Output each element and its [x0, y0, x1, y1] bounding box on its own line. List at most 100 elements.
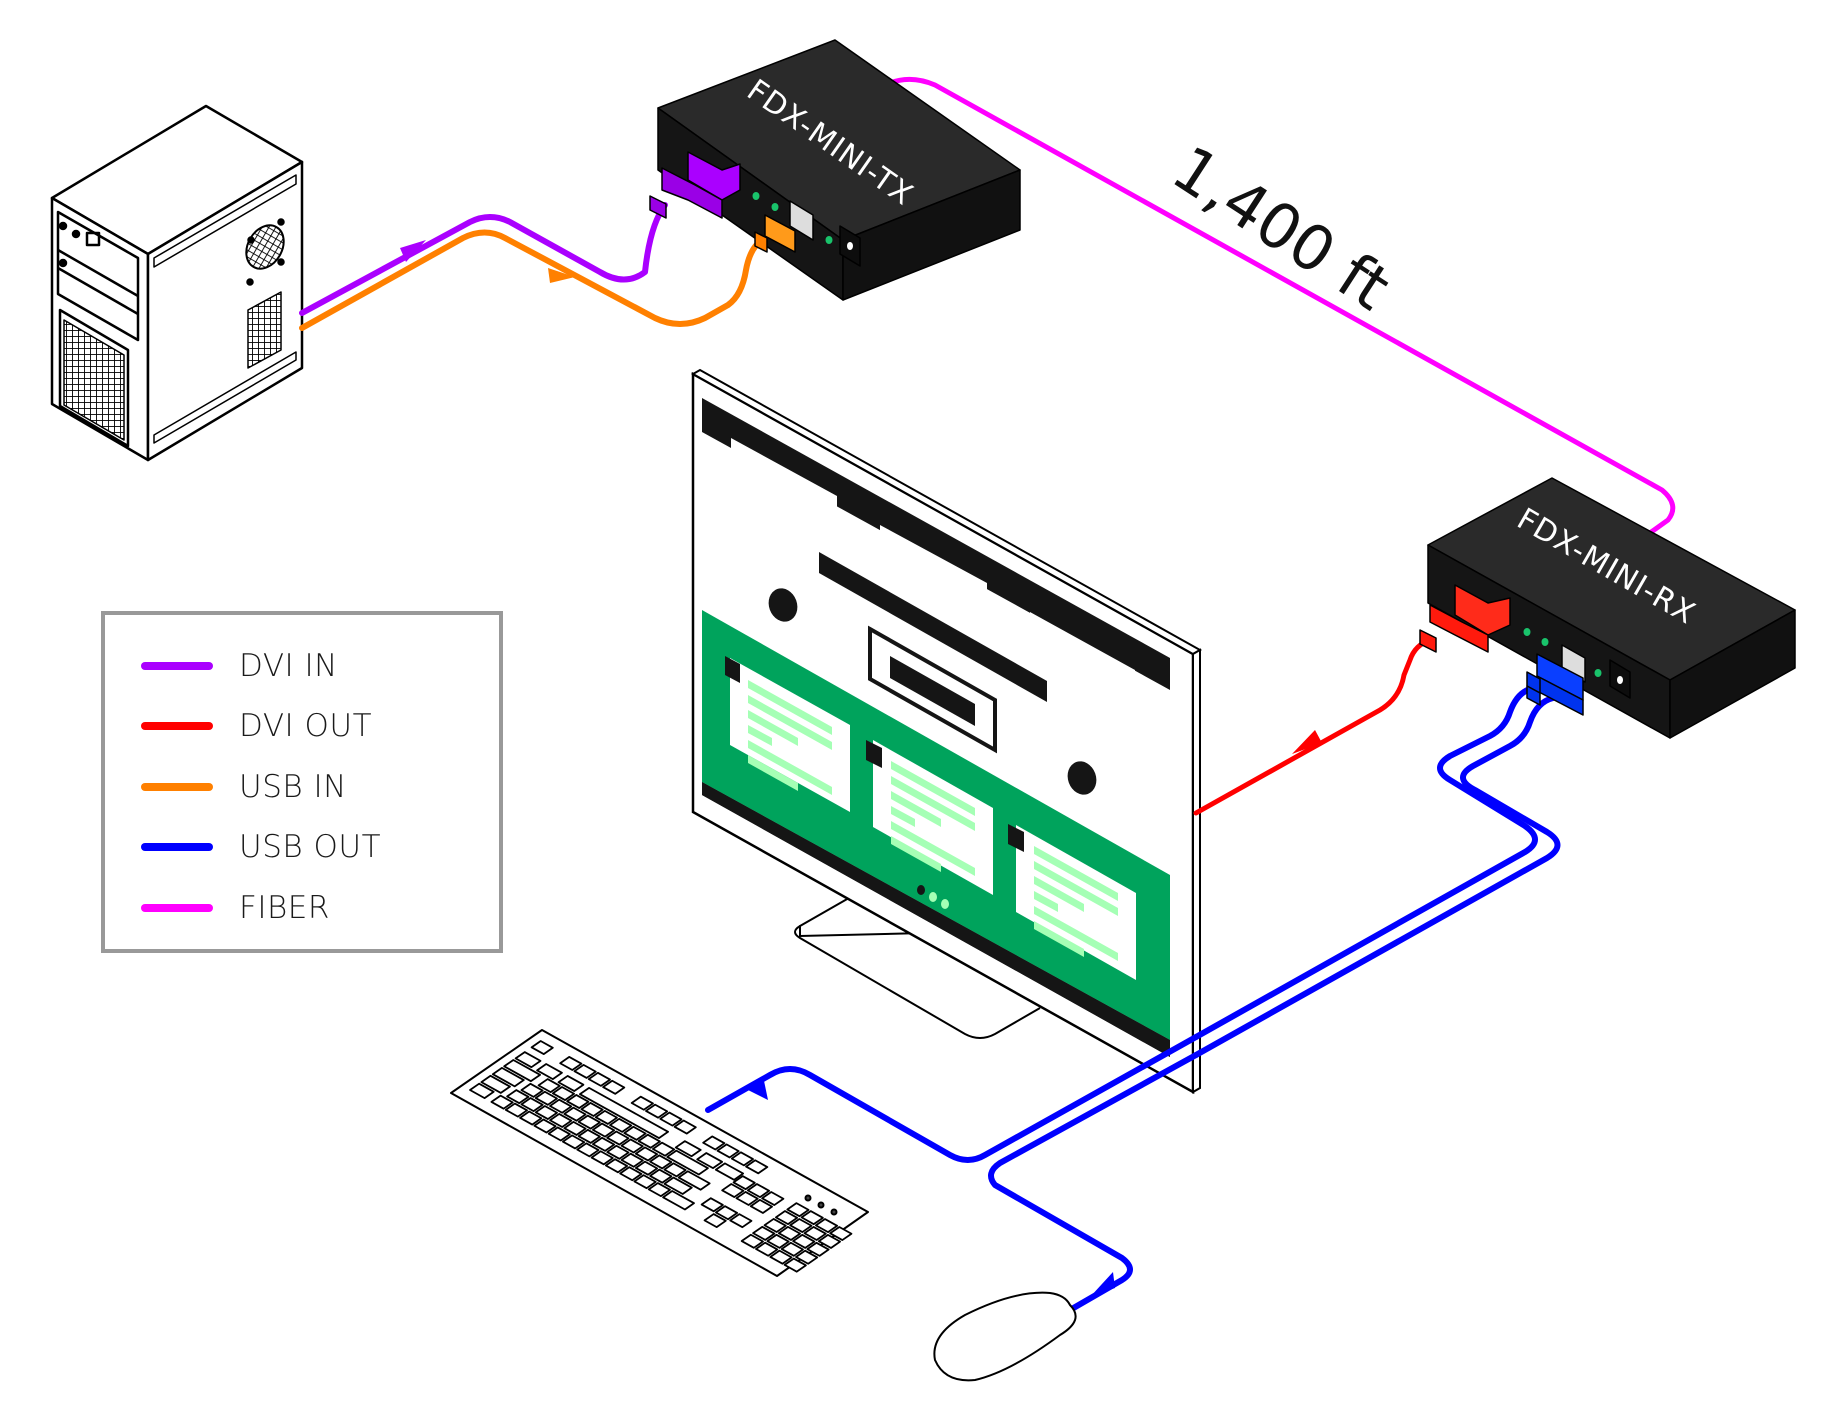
- keyboard-key: [514, 1051, 542, 1069]
- keyboard-key: [547, 1126, 571, 1142]
- keyboard-key: [630, 1095, 654, 1111]
- keyboard: [450, 1029, 869, 1277]
- keyboard-key: [580, 1102, 604, 1117]
- keyboard-key: [579, 1086, 669, 1139]
- keyboard-key: [696, 1152, 724, 1170]
- keyboard-key: [663, 1176, 693, 1195]
- keyboard-key: [749, 1198, 773, 1214]
- keyboard-key: [659, 1111, 683, 1127]
- dvi-in-cable: [299, 202, 668, 316]
- keyboard-key: [520, 1097, 544, 1113]
- keyboard-key: [519, 1110, 543, 1126]
- keyboard-key: [549, 1098, 573, 1114]
- legend-item-usb-out: USB OUT: [141, 827, 381, 867]
- legend-item-dvi-out: DVI OUT: [141, 706, 372, 746]
- keyboard-key: [491, 1066, 525, 1088]
- keyboard-key: [746, 1183, 771, 1199]
- keyboard-key: [829, 1226, 853, 1241]
- keyboard-key: [755, 1241, 779, 1257]
- keyboard-key: [577, 1114, 601, 1130]
- keyboard-key: [666, 1149, 709, 1176]
- keyboard-key: [620, 1152, 644, 1168]
- keyboard-key: [789, 1218, 813, 1233]
- fiber-swatch: [141, 904, 213, 912]
- transmitter-device: [649, 39, 1021, 301]
- keyboard-key: [649, 1154, 673, 1170]
- keyboard-key: [786, 1202, 810, 1218]
- keyboard-key: [714, 1162, 745, 1181]
- keyboard-key: [609, 1117, 633, 1133]
- keyboard-key: [537, 1078, 561, 1094]
- keyboard-key: [490, 1094, 514, 1110]
- keyboard-key: [766, 1233, 790, 1249]
- legend-item-dvi-in: DVI IN: [141, 646, 338, 686]
- mouse: [933, 1291, 1077, 1382]
- keyboard-key: [559, 1056, 583, 1071]
- keyboard-key: [740, 1233, 764, 1249]
- legend-label: USB IN: [239, 769, 347, 805]
- usb-in-arrow-icon: [548, 268, 575, 283]
- keyboard-key: [752, 1225, 776, 1241]
- keyboard-key: [634, 1146, 658, 1162]
- keyboard-key: [817, 1233, 841, 1249]
- usb-in-cable: [299, 229, 765, 331]
- keyboard-key: [721, 1183, 745, 1198]
- keyboard-key: [592, 1122, 616, 1138]
- keyboard-key: [716, 1143, 740, 1159]
- usb-out-keyboard-arrow-icon: [746, 1076, 768, 1100]
- keyboard-key: [534, 1105, 558, 1120]
- usb-out-cable-keyboard: [1193, 685, 1538, 1040]
- keyboard-key: [645, 1103, 669, 1119]
- keyboard-key: [590, 1150, 614, 1166]
- keyboard-key: [647, 1182, 671, 1198]
- keyboard-key: [551, 1086, 575, 1101]
- keyboard-key: [806, 1241, 830, 1257]
- keyboard-key: [566, 1094, 590, 1109]
- keyboard-key: [549, 1113, 573, 1128]
- keyboard-key: [761, 1191, 785, 1206]
- dvi-out-swatch: [141, 722, 213, 730]
- keyboard-key: [780, 1241, 804, 1257]
- keyboard-key: [503, 1059, 541, 1083]
- keyboard-key: [623, 1125, 647, 1141]
- keyboard-key: [775, 1210, 799, 1226]
- keyboard-key: [562, 1134, 586, 1150]
- keyboard-key: [803, 1226, 827, 1241]
- keyboard-key: [815, 1218, 839, 1234]
- keyboard-key: [730, 1151, 754, 1167]
- monitor: [690, 368, 1203, 1095]
- usb-out-mouse-arrow-icon: [1090, 1272, 1115, 1297]
- keyboard-key: [520, 1082, 544, 1098]
- keyboard-key: [674, 1140, 702, 1158]
- keyboard-key: [735, 1191, 759, 1206]
- keyboard-key: [533, 1118, 557, 1134]
- keyboard-key: [763, 1218, 787, 1233]
- legend-label: DVI OUT: [239, 708, 373, 744]
- keyboard-key: [587, 1071, 611, 1087]
- keyboard-key: [504, 1102, 528, 1118]
- dvi-out-arrow-icon: [1292, 730, 1322, 754]
- keyboard-key: [573, 1063, 597, 1079]
- keyboard-key: [592, 1136, 616, 1152]
- usb-in-swatch: [141, 783, 213, 791]
- legend-label: FIBER: [239, 890, 330, 926]
- keyboard-key: [700, 1197, 724, 1213]
- keyboard-key: [649, 1168, 673, 1184]
- keyboard-key: [469, 1082, 495, 1100]
- keyboard-key: [729, 1213, 753, 1229]
- receiver-device: [1419, 477, 1796, 739]
- keyboard-key: [637, 1133, 661, 1149]
- legend-item-fiber: FIBER: [141, 888, 330, 928]
- keyboard-key: [577, 1128, 601, 1144]
- keyboard-key: [703, 1213, 727, 1229]
- keyboard-key: [620, 1138, 644, 1154]
- keyboard-key: [673, 1119, 697, 1135]
- keyboard-key: [530, 1040, 554, 1055]
- keyboard-key: [792, 1233, 816, 1249]
- keyboard-key: [602, 1079, 626, 1095]
- keyboard-key: [745, 1159, 769, 1175]
- keyboard-key: [563, 1120, 587, 1136]
- keyboard-key: [633, 1174, 657, 1190]
- usb-out-cable-mouse: [1193, 695, 1561, 1058]
- legend-label: DVI IN: [239, 648, 338, 684]
